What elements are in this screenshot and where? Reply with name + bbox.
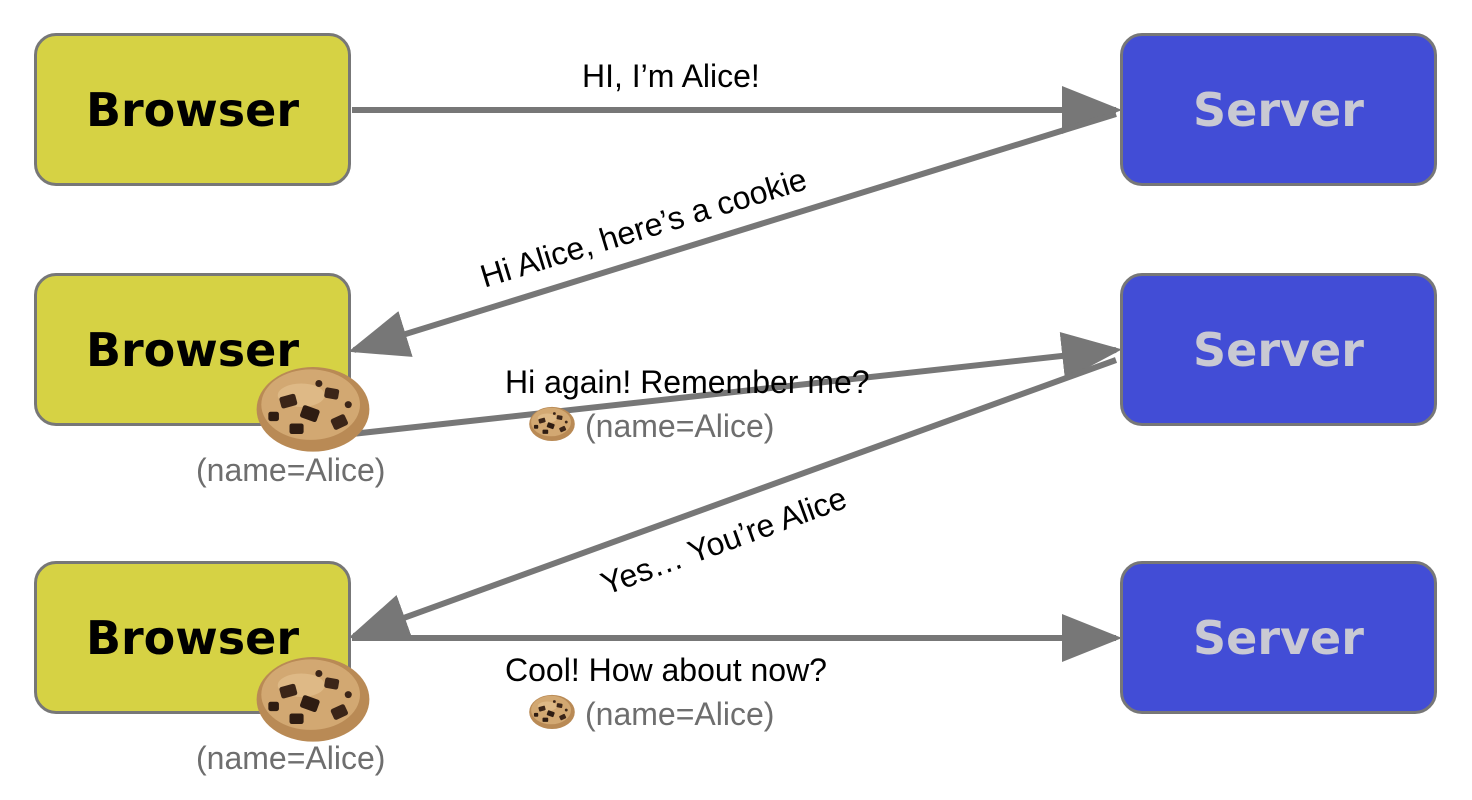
message-hi-im-alice: HI, I’m Alice! (582, 58, 760, 94)
server-label: Server (1193, 610, 1364, 665)
cookie-caption: (name=Alice) (585, 696, 775, 732)
arrow-request-2 (351, 332, 1122, 437)
arrow-response-2 (348, 357, 1118, 641)
browser-label: Browser (85, 610, 300, 665)
message-remember-me: Hi again! Remember me? (505, 364, 870, 400)
arrow-response-1 (348, 111, 1117, 357)
server-box-2: Server (1120, 273, 1437, 426)
cookie-caption: (name=Alice) (196, 452, 386, 488)
browser-box-3: Browser (34, 561, 351, 714)
browser-label: Browser (85, 82, 300, 137)
cookie-icon (236, 650, 390, 744)
browser-label: Browser (85, 322, 300, 377)
server-label: Server (1193, 322, 1364, 377)
cookie-icon (523, 692, 581, 730)
server-label: Server (1193, 82, 1364, 137)
cookie-icon (236, 360, 390, 454)
server-box-1: Server (1120, 33, 1437, 186)
server-box-3: Server (1120, 561, 1437, 714)
cookie-caption: (name=Alice) (585, 408, 775, 444)
cookie-icon (523, 404, 581, 442)
browser-box-1: Browser (34, 33, 351, 186)
cookie-caption: (name=Alice) (196, 740, 386, 776)
message-how-about-now: Cool! How about now? (505, 652, 827, 688)
